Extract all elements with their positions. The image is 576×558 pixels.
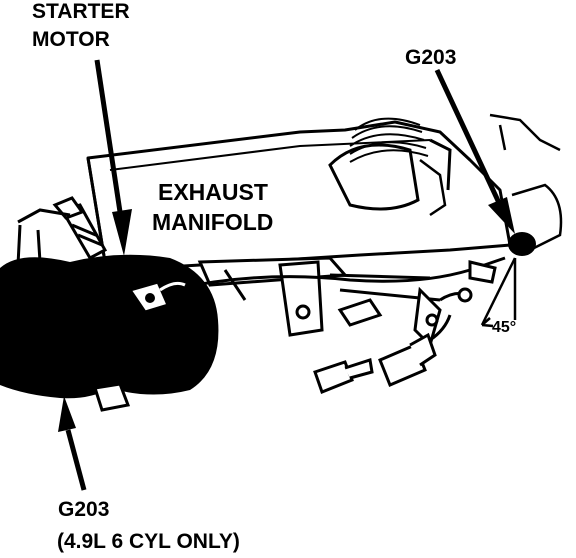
starter-motor-label-line2: MOTOR [32, 28, 110, 51]
angle-marker [480, 257, 517, 328]
starter-motor-label-line1: STARTER [32, 0, 130, 23]
wire-terminal-lower [378, 314, 452, 387]
g203-top-label: G203 [405, 46, 456, 69]
bolt-left [52, 196, 108, 261]
mounting-bracket [197, 256, 441, 337]
g203-bottom-note: (4.9L 6 CYL ONLY) [57, 530, 240, 553]
exhaust-manifold-label-line2: MANIFOLD [152, 209, 273, 235]
bolt-lower [313, 358, 374, 394]
g203-ground-point-top [508, 232, 536, 256]
g203-top-arrow [434, 68, 515, 234]
manifold-outlet-pipe [328, 117, 452, 211]
engine-block-right [419, 113, 563, 252]
exhaust-manifold [86, 120, 512, 270]
exhaust-manifold-label-line1: EXHAUST [158, 179, 268, 205]
angle-label: 45° [492, 319, 516, 336]
bolt-starter-bottom [75, 382, 131, 412]
ground-cable-right [169, 256, 506, 348]
starter-motor [0, 254, 219, 399]
starter-motor-arrow [94, 59, 132, 256]
g203-bottom-arrow [58, 396, 87, 491]
g203-bottom-label: G203 [58, 498, 109, 521]
